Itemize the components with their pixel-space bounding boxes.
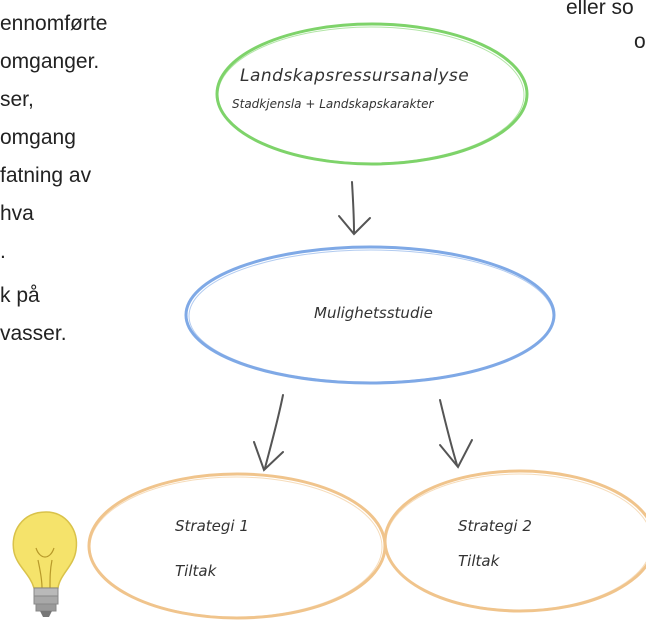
left-text-line-7: . — [0, 240, 6, 263]
analysis-title: Landskapsressursanalyse — [240, 66, 470, 86]
study-ellipse — [184, 245, 556, 385]
left-text-line-6: hva — [0, 202, 34, 225]
strategy2-title: Strategi 2 — [458, 517, 532, 535]
left-text-line-9: vasser. — [0, 322, 67, 345]
arrow-down-icon — [338, 181, 371, 236]
left-text-line-4: omgang — [0, 126, 76, 149]
left-text-line-3: ser, — [0, 88, 34, 111]
left-text-line-1: ennomførte — [0, 12, 108, 35]
arrow-down-right-icon — [439, 399, 473, 469]
strategy2-ellipse — [383, 469, 646, 613]
right-text-line-1: eller so — [566, 0, 634, 19]
strategy1-subtitle: Tiltak — [175, 562, 217, 580]
strategy2-subtitle: Tiltak — [458, 552, 500, 570]
study-title: Mulighetsstudie — [314, 304, 433, 322]
right-text-line-2: o — [634, 30, 646, 53]
left-text-line-5: fatning av — [0, 164, 92, 187]
strategy1-title: Strategi 1 — [175, 517, 249, 535]
light-bulb-icon — [12, 511, 78, 617]
analysis-ellipse — [215, 22, 529, 166]
analysis-subtitle: Stadkjensla + Landskapskarakter — [232, 97, 434, 111]
left-text-line-8: k på — [0, 284, 40, 307]
left-text-line-2: omganger. — [0, 50, 100, 73]
arrow-down-left-icon — [253, 394, 284, 472]
